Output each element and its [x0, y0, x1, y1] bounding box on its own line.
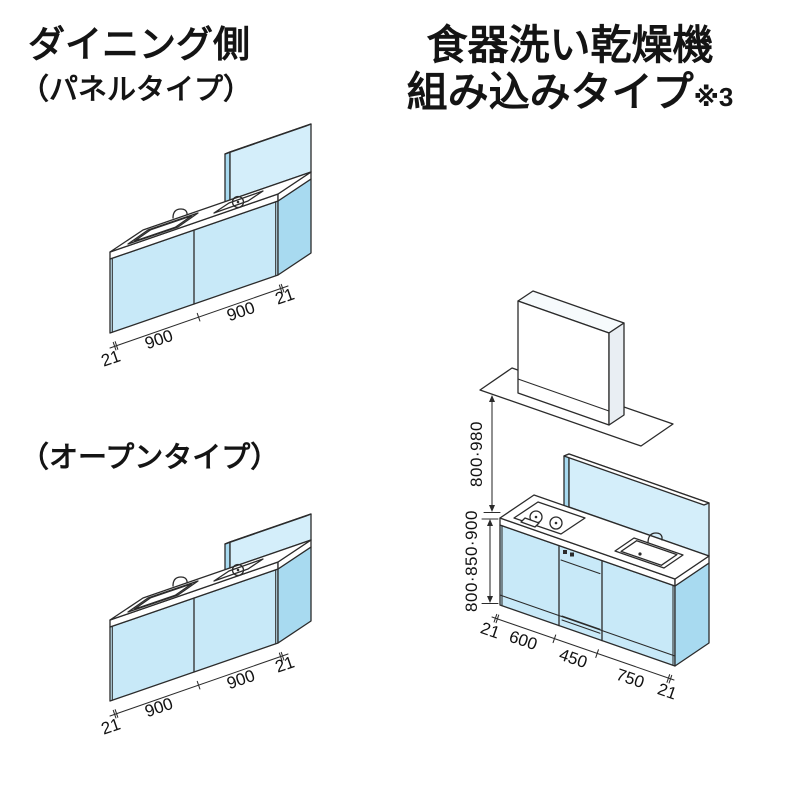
cooktop: [213, 190, 264, 214]
heading-panel-type: （パネルタイプ）: [20, 74, 253, 106]
panel-type-drawing: [109, 123, 312, 351]
heading-dishwasher-line2: 組み込みタイプ※3: [380, 69, 760, 116]
backsplash-panel: [563, 453, 710, 557]
heading-open-type: （オープンタイプ）: [20, 442, 280, 474]
heading-dining-side: ダイニング側: [28, 24, 250, 65]
cooktop: [213, 558, 264, 582]
heading-dishwasher-line2-text: 組み込みタイプ: [406, 69, 694, 116]
backsplash-panel: [224, 123, 312, 203]
sink: [127, 208, 199, 245]
heading-dishwasher-type: 食器洗い乾燥機 組み込みタイプ※3: [380, 22, 760, 116]
open-type-drawing: [109, 513, 312, 719]
hood-height-dimension: [483, 395, 501, 514]
low-backsplash-panel: [224, 513, 312, 571]
dishwasher-type-drawing: [479, 290, 710, 684]
counter-height-dimension: [481, 518, 499, 605]
counter-height-label: 800·850·900: [462, 510, 481, 612]
heading-dishwasher-note: ※3: [693, 82, 734, 113]
hood-height-label: 800·980: [467, 421, 486, 487]
sink: [614, 532, 684, 569]
dimension-chain: [109, 651, 289, 719]
range-hood: [479, 290, 674, 447]
dimension-chain: [109, 283, 289, 351]
dimension-chain: [491, 613, 675, 684]
cooktop: [513, 501, 586, 535]
sink: [127, 576, 199, 613]
heading-dishwasher-line1: 食器洗い乾燥機: [426, 22, 714, 68]
dishwasher: [560, 550, 601, 634]
